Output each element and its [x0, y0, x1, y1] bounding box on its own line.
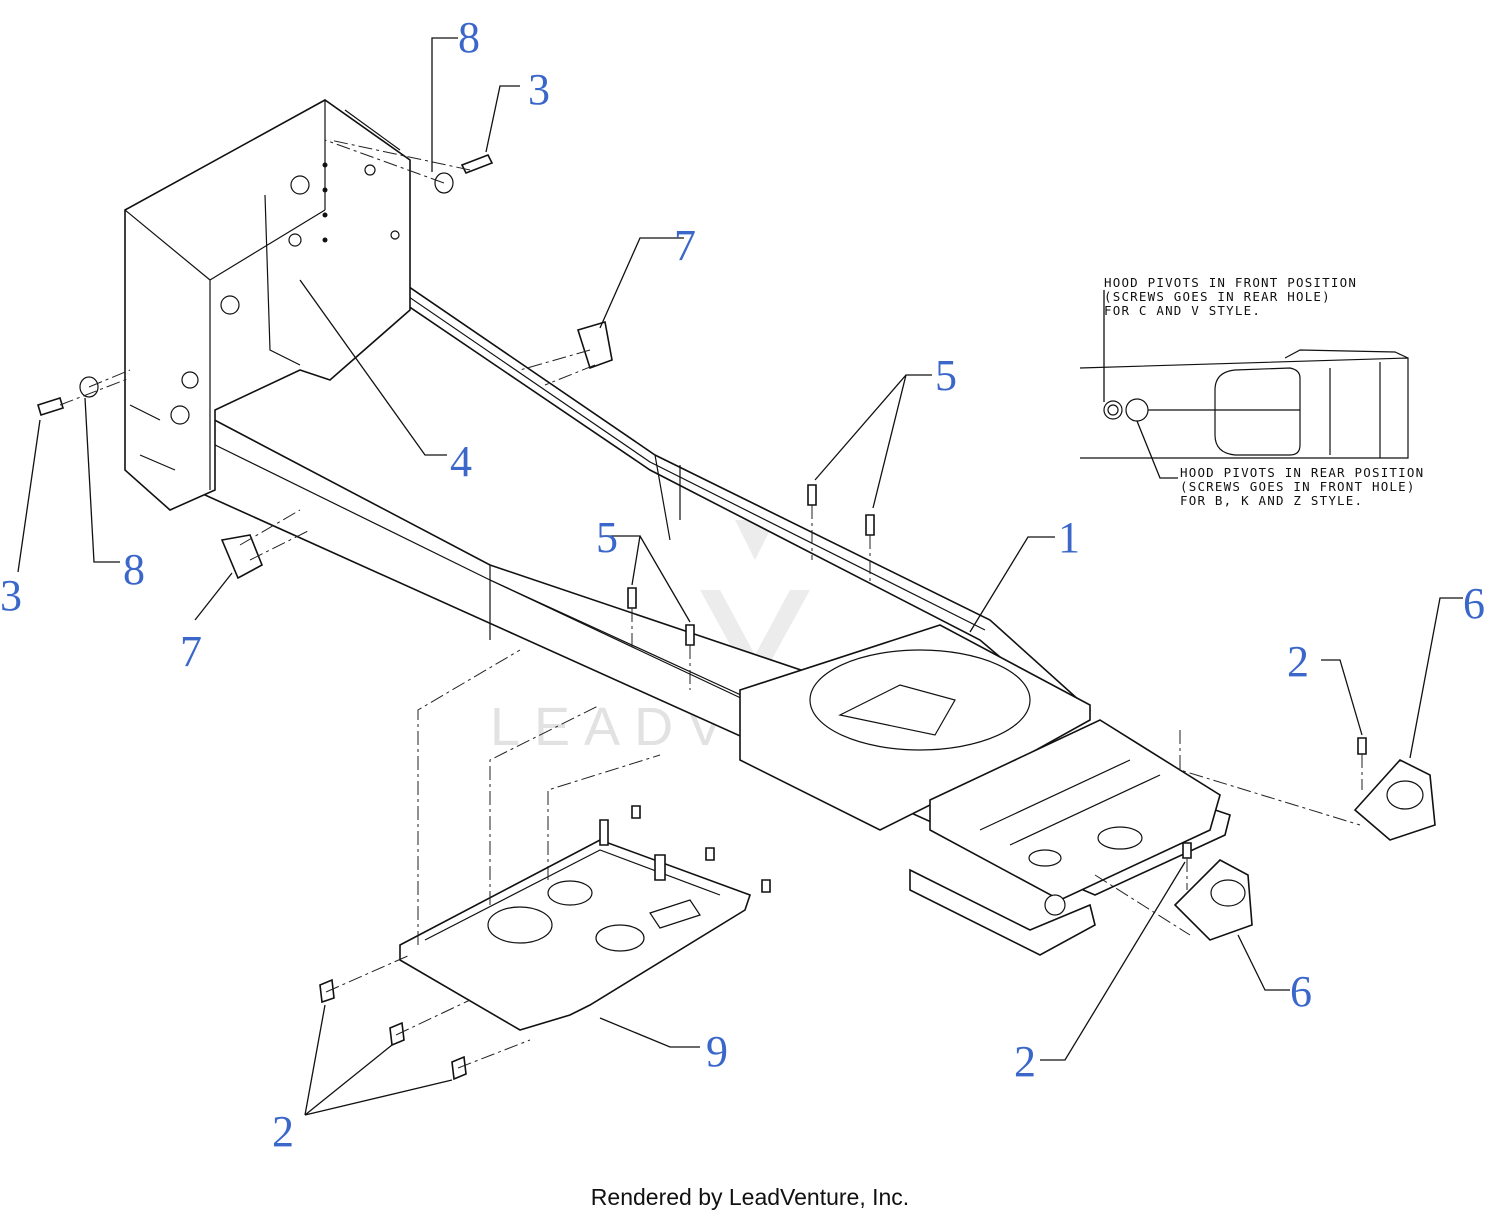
- note-front-position-line-3: FOR C AND V STYLE.: [1104, 303, 1261, 318]
- leader-lines: [17, 37, 1463, 1116]
- note-rear-position-line-3: FOR B, K AND Z STYLE.: [1180, 493, 1363, 508]
- note-rear-position-line-2: (SCREWS GOES IN FRONT HOLE): [1180, 479, 1416, 494]
- callout-7-top: 7: [674, 221, 696, 270]
- front-tower: [124, 99, 411, 511]
- note-rear-position-line-1: HOOD PIVOTS IN REAR POSITION: [1180, 465, 1424, 480]
- callout-9: 9: [706, 1027, 728, 1076]
- callout-2-left: 2: [272, 1107, 294, 1156]
- frame-screws: [627, 484, 875, 646]
- note-front-position-line-2: (SCREWS GOES IN REAR HOLE): [1104, 289, 1331, 304]
- hood-brackets: [1173, 737, 1436, 941]
- callout-labels: 8 3 7 5 4 3 8 7 5 1 6 2 6 9 2 2: [0, 13, 1485, 1156]
- callout-3-top: 3: [528, 65, 550, 114]
- pivot-hardware: [37, 153, 613, 580]
- bottom-plate: [399, 819, 752, 1031]
- note-front-position-line-1: HOOD PIVOTS IN FRONT POSITION: [1104, 275, 1357, 290]
- callout-8-left: 8: [123, 545, 145, 594]
- callout-8-top: 8: [458, 13, 480, 62]
- callout-7-bottom: 7: [180, 627, 202, 676]
- callout-6-bottom: 6: [1290, 967, 1312, 1016]
- hood-pivot-inset: HOOD PIVOTS IN FRONT POSITION (SCREWS GO…: [1079, 275, 1424, 508]
- main-frame: [204, 248, 1231, 956]
- callout-4: 4: [450, 437, 472, 486]
- callout-5-right: 5: [935, 351, 957, 400]
- callout-5-center: 5: [596, 513, 618, 562]
- callout-2-bottom: 2: [1014, 1037, 1036, 1086]
- callout-3-left: 3: [0, 571, 22, 620]
- callout-1: 1: [1058, 513, 1080, 562]
- centerlines: [59, 139, 1363, 1069]
- callout-2-right: 2: [1287, 637, 1309, 686]
- callout-6-right: 6: [1463, 579, 1485, 628]
- footer-credit: Rendered by LeadVenture, Inc.: [590, 1184, 910, 1210]
